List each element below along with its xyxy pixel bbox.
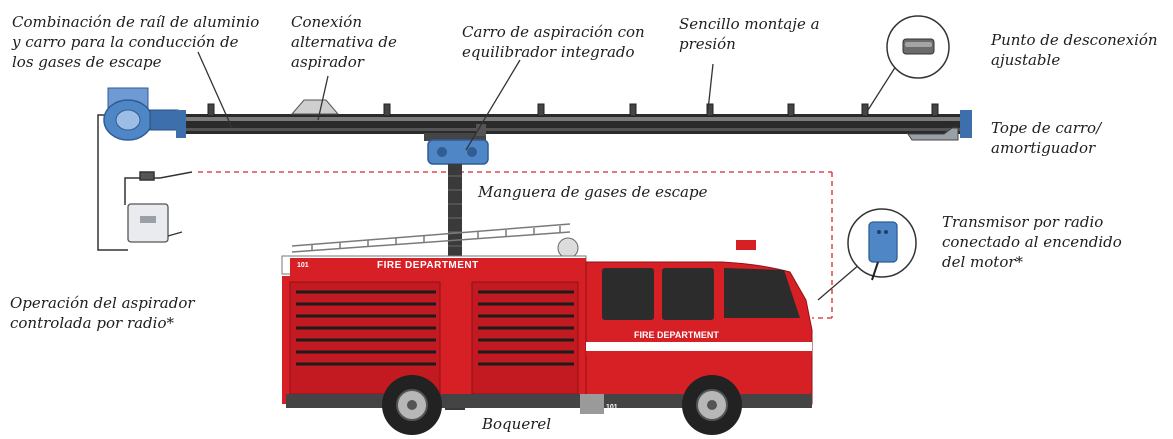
truck-door-lettering: FIRE DEPARTMENT — [634, 330, 719, 340]
radio-control-box — [127, 203, 183, 243]
carriage-stop-damper — [907, 127, 959, 141]
truck-body-lettering: FIRE DEPARTMENT — [377, 260, 479, 271]
leader-lines — [197, 51, 714, 151]
aspiration-carriage — [424, 124, 489, 165]
label-nozzle: Boquerel — [482, 415, 552, 433]
disconnect-point-magnifier — [867, 15, 950, 111]
truck-number-bumper: 101 — [606, 404, 618, 411]
alternative-connection — [290, 99, 340, 115]
fire-truck — [281, 223, 813, 435]
label-disconnect-point: Punto de desconexión ajustable — [991, 31, 1158, 69]
label-easy-mounting: Sencillo montaje a presión — [679, 15, 820, 53]
label-alternative-connection: Conexión alternativa de aspirador — [291, 13, 397, 71]
radio-receiver-probe — [139, 171, 193, 181]
truck-number-front: 101 — [297, 262, 309, 269]
label-exhaust-hose: Manguera de gases de escape — [478, 183, 708, 201]
radio-transmitter-magnifier — [817, 208, 917, 301]
truck-wheels — [382, 375, 742, 435]
exhaust-fan — [103, 87, 179, 141]
label-carriage-stop: Tope de carro/ amortiguador — [991, 119, 1102, 157]
label-radio-operation: Operación del aspirador controlada por r… — [10, 294, 195, 332]
label-aspiration-carriage: Carro de aspiración con equilibrador int… — [462, 23, 645, 61]
aluminium-rail — [176, 110, 972, 138]
radio-link-dashed-line — [198, 171, 833, 319]
label-radio-transmitter: Transmisor por radio conectado al encend… — [942, 213, 1122, 271]
label-rail-carriage: Combinación de raíl de aluminio y carro … — [12, 13, 260, 71]
truck-ladder — [291, 223, 571, 253]
